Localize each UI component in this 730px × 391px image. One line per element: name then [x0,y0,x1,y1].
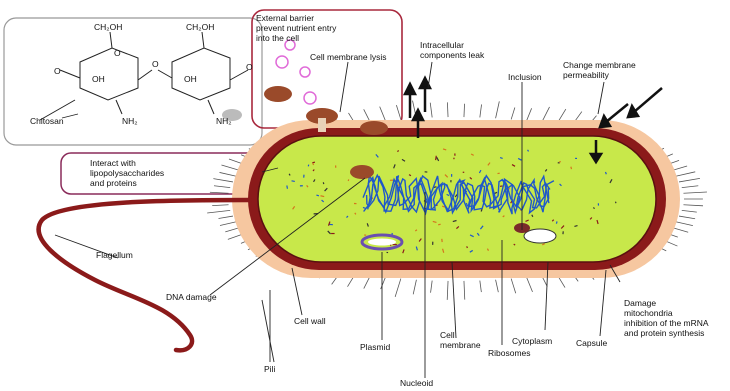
ribosome [354,203,357,204]
cell-wall-label: Cell wall [294,316,326,326]
pilus [212,205,228,206]
pilus [480,104,482,117]
pilus [511,279,516,294]
ribosome [451,174,452,177]
capsule-label: Capsule [576,338,607,348]
interact-lps-label: Interact with lipopolysaccharides and pr… [90,158,164,188]
pilus [395,279,401,297]
ribosomes-label: Ribosomes [488,348,531,358]
pilus [381,277,386,289]
pilus [430,103,432,118]
pilus [447,102,448,117]
oh-left-label: OH [92,74,105,84]
pilus [207,210,230,213]
damage-mitochondria-label: Damage mitochondria inhibition of the mR… [624,298,709,338]
pilus [675,222,693,226]
nucleoid-label: Nucleoid [400,378,433,388]
pilus [220,222,237,226]
oxygen-label-4: O [246,62,253,72]
cell-membrane-label: Cell membrane [440,330,481,350]
pilus [679,216,695,219]
glucosamine-ring-right [172,48,230,100]
ch2oh-right-label: CH₂OH [186,22,214,32]
ribosome [432,242,433,245]
pilus [683,205,703,206]
dna-damage-label: DNA damage [166,292,217,302]
intracellular-leak-label: Intracellular components leak [420,40,484,60]
flagellum-label: Flagellum [96,250,133,260]
pilus [682,210,697,212]
pilus [496,101,500,118]
nh2-right-label: NH₂ [216,116,232,126]
inclusion-body [524,229,556,243]
pilus [396,105,400,119]
pilus [380,107,386,121]
chitosan-labels: CH₂OH CH₂OH OH OH NH₂ NH₂ O O O O Chitos… [30,22,253,126]
cell-membrane-lysis-label: Cell membrane lysis [310,52,387,62]
external-barrier-label: External barrier prevent nutrient entry … [256,13,336,43]
pilus [464,104,465,117]
oxygen-label-1: O [54,66,61,76]
glucosamine-ring-left [80,48,138,100]
flagellum [39,200,250,350]
ribosome [463,172,465,173]
ribosome [335,165,336,167]
pilus [526,277,532,292]
pilus [682,186,699,188]
change-permeability-label: Change membrane permeability [563,60,636,80]
ribosome [575,158,577,159]
pilus [213,179,233,182]
oxygen-label-2: O [152,59,159,69]
ribosome [450,180,451,182]
pilus [210,192,229,193]
pilus [480,281,482,293]
pilus [675,172,695,177]
ribosome [453,158,454,160]
ribosome [425,171,428,172]
pilus [464,281,465,300]
pilus [219,216,233,218]
ch2oh-left-label: CH₂OH [94,22,122,32]
ribosome [387,252,389,253]
plasmid-label: Plasmid [360,342,390,352]
pilus [511,108,515,120]
ribosome [598,203,599,205]
pilus [431,281,433,293]
oxygen-label-3: O [114,48,121,58]
pilus [496,280,499,292]
pilus [447,281,448,300]
ribosome [300,185,303,186]
pili-label: Pili [264,364,275,374]
cytoplasm-label: Cytoplasm [512,336,552,346]
ribosome [392,244,396,245]
inclusion-label: Inclusion [508,72,542,82]
pilus [214,186,230,188]
pilus [526,108,531,121]
oh-right-label: OH [184,74,197,84]
pilus [679,178,700,182]
pilus [413,280,416,295]
chitosan-label: Chitosan [30,116,64,126]
nh2-left-label: NH₂ [122,116,138,126]
pilus [683,192,707,193]
ribosome [331,233,335,234]
ribosome [364,234,366,235]
plasmid-core [368,239,396,246]
pilus [220,172,237,176]
ribosome [454,153,455,155]
chitosan-rings [40,32,248,120]
